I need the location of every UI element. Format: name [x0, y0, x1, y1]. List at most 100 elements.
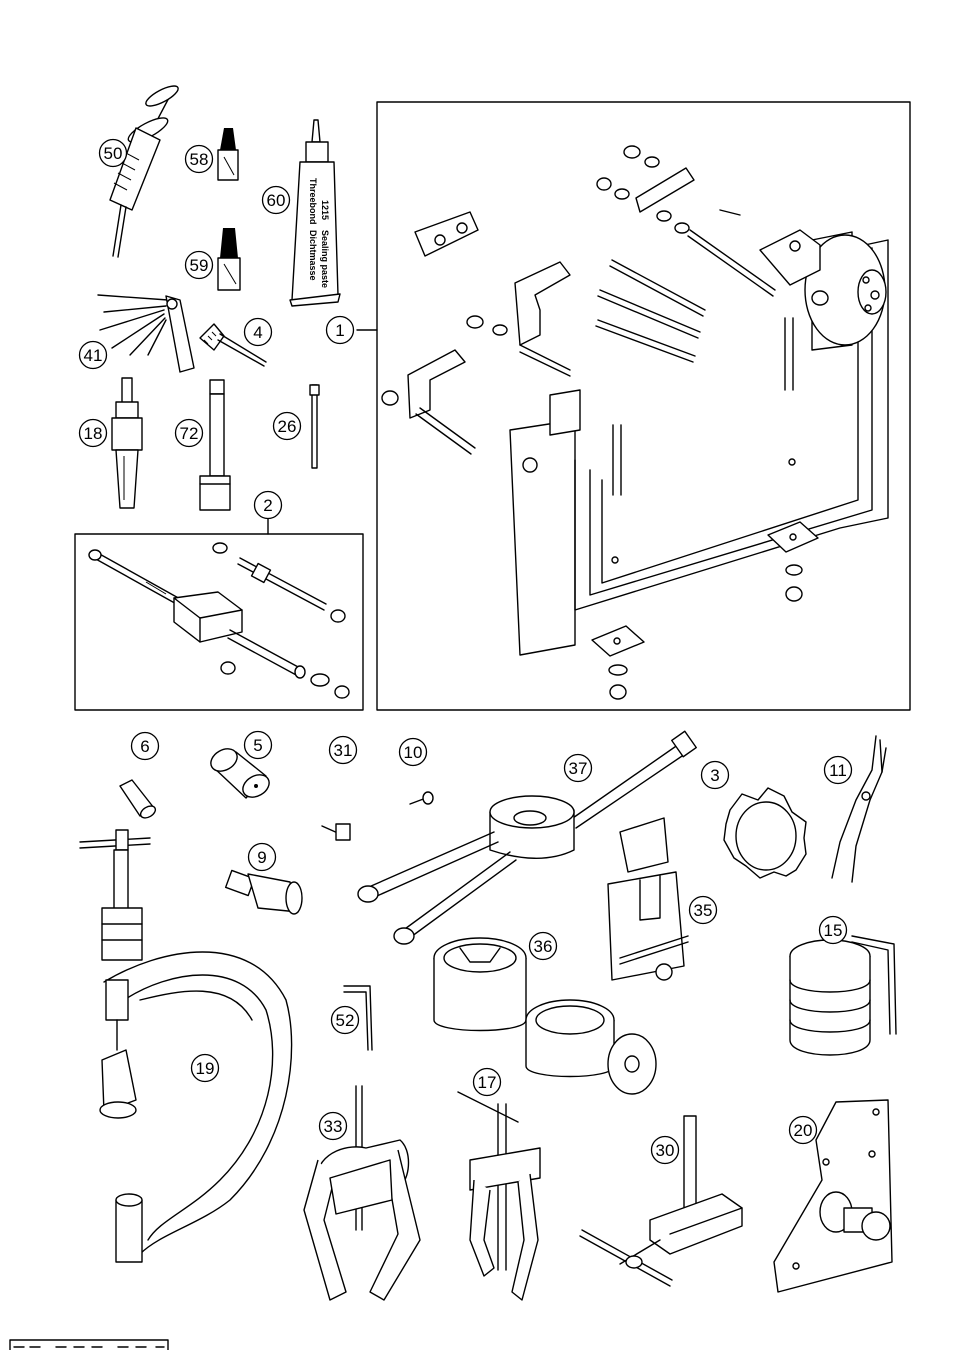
callout-number: 19	[196, 1059, 215, 1078]
screw-10-icon	[409, 791, 434, 805]
bit-58-icon	[217, 128, 239, 181]
callout-37: 37	[563, 753, 593, 783]
gear-ring-3-icon	[723, 787, 807, 879]
tube-label-line-2: 1215	[320, 200, 330, 220]
callout-72: 72	[174, 418, 204, 448]
sleeve-36-icon	[433, 937, 657, 1095]
callout-41: 41	[78, 340, 108, 370]
socket-72-icon	[199, 379, 231, 511]
holder-35-icon	[607, 817, 689, 981]
engine-stand-group-frame	[376, 101, 911, 711]
pin-26-icon	[309, 384, 320, 469]
callout-circle	[823, 755, 853, 785]
callout-11: 11	[823, 755, 853, 785]
callout-18: 18	[78, 418, 108, 448]
callout-number: 1	[335, 321, 344, 340]
callout-number: 2	[263, 496, 272, 515]
engine-stand-icon	[381, 145, 889, 700]
callout-9: 9	[247, 842, 277, 872]
callout-4: 4	[243, 317, 273, 347]
callout-number: 58	[190, 150, 209, 169]
callout-number: 11	[829, 761, 847, 780]
callout-number: 33	[324, 1117, 343, 1136]
callout-circle	[78, 418, 108, 448]
callout-circle	[700, 760, 730, 790]
callout-circle	[325, 315, 355, 345]
callout-number: 50	[104, 144, 123, 163]
callout-number: 6	[140, 737, 149, 756]
callout-30: 30	[650, 1135, 680, 1165]
puller-insert-18-icon	[111, 377, 143, 509]
callout-circle	[243, 730, 273, 760]
callout-26: 26	[272, 411, 302, 441]
callout-number: 31	[334, 741, 353, 760]
callout-number: 30	[656, 1141, 675, 1160]
callout-circle	[184, 144, 214, 174]
callout-2: 2	[253, 490, 283, 520]
callout-circle	[130, 731, 160, 761]
callout-number: 18	[84, 424, 103, 443]
puller-17-icon	[457, 1091, 541, 1301]
hex-key-52-icon	[343, 985, 373, 1051]
callout-circle	[650, 1135, 680, 1165]
callout-circle	[563, 753, 593, 783]
tool-2-assembly	[88, 542, 350, 699]
callout-31: 31	[328, 735, 358, 765]
callout-circle	[328, 735, 358, 765]
puller-33-icon	[303, 1085, 421, 1301]
tool-30-icon	[579, 1115, 743, 1287]
callout-number: 5	[253, 736, 262, 755]
syringe-icon	[109, 85, 179, 258]
callout-circle	[528, 931, 558, 961]
mounting-plate-20-icon	[773, 1099, 893, 1293]
callout-number: 37	[569, 759, 588, 778]
callout-circle	[253, 490, 283, 520]
callout-circle	[78, 340, 108, 370]
callout-circle	[261, 185, 291, 215]
callout-number: 10	[404, 743, 423, 762]
callout-number: 72	[180, 424, 199, 443]
callout-17: 17	[472, 1067, 502, 1097]
callout-circle	[184, 250, 214, 280]
callout-number: 9	[257, 848, 266, 867]
callout-circle	[98, 138, 128, 168]
callout-layer: 1 2 3 4 5 6 9 10 11 15 17 18 19 20 26 30 31 33 35 36 37 41 50 5…	[78, 138, 853, 1165]
adapter-9-icon	[224, 869, 303, 915]
callout-1: 1	[325, 315, 355, 345]
callout-15: 15	[818, 915, 848, 945]
pliers-icon	[831, 735, 887, 883]
tube-label-line-4: Sealing paste	[320, 230, 330, 288]
callout-19: 19	[190, 1053, 220, 1083]
callout-circle	[190, 1053, 220, 1083]
callout-circle	[818, 915, 848, 945]
cone-sleeve-6-icon	[119, 779, 157, 819]
callout-circle	[688, 895, 718, 925]
callout-circle	[788, 1115, 818, 1145]
adapter-31-icon	[321, 823, 351, 841]
callout-number: 4	[253, 323, 262, 342]
callout-20: 20	[788, 1115, 818, 1145]
callout-circle	[318, 1111, 348, 1141]
piston-ring-compressor-icon	[789, 935, 897, 1056]
callout-5: 5	[243, 730, 273, 760]
callout-circle	[243, 317, 273, 347]
callout-58: 58	[184, 144, 214, 174]
callout-circle	[174, 418, 204, 448]
grease-tube-icon: Threebond 1215 Dichtmasse Sealing paste	[289, 119, 341, 307]
feeler-gauge-icon	[97, 294, 195, 373]
callout-number: 17	[478, 1073, 497, 1092]
protection-cap-5-icon	[210, 748, 270, 799]
callout-10: 10	[398, 737, 428, 767]
callout-number: 36	[534, 937, 553, 956]
callout-59: 59	[184, 250, 214, 280]
callout-circle	[398, 737, 428, 767]
callout-number: 20	[794, 1121, 813, 1140]
callout-33: 33	[318, 1111, 348, 1141]
tube-label-line-3: Dichtmasse	[308, 230, 318, 281]
callout-number: 35	[694, 901, 713, 920]
page-footer-tab	[9, 1339, 169, 1350]
callout-number: 3	[710, 766, 719, 785]
callout-36: 36	[528, 931, 558, 961]
callout-number: 41	[84, 346, 103, 365]
